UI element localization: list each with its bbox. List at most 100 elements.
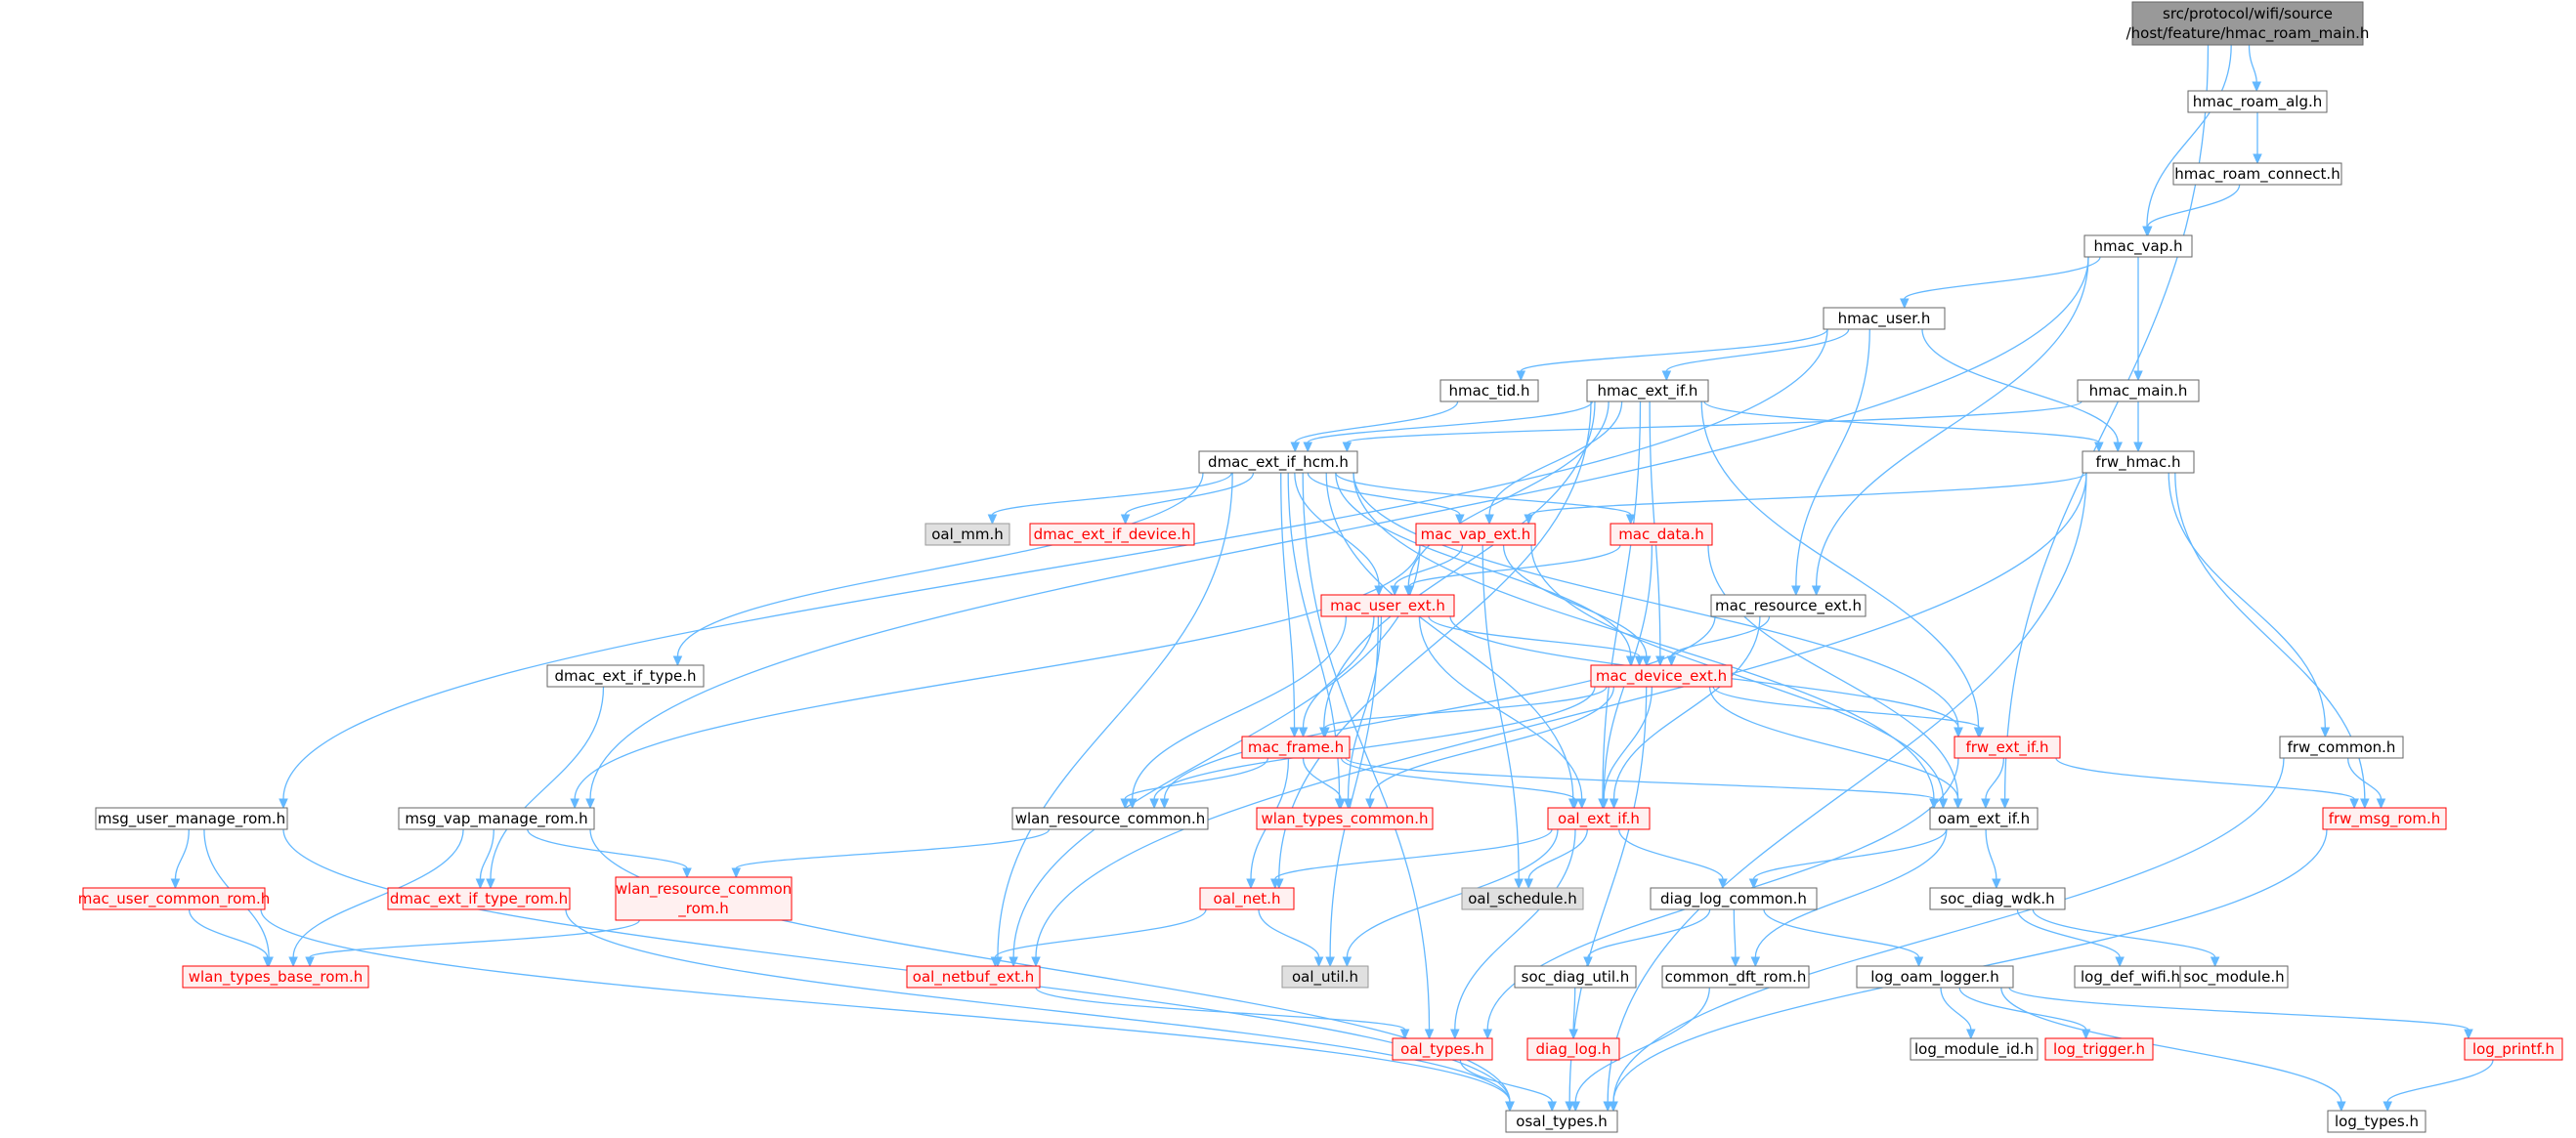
node-oal-ext-if[interactable]: oal_ext_if.h (1547, 807, 1651, 830)
edge-line (1752, 828, 1948, 880)
edge-line (1302, 615, 1375, 729)
node-frw-msg-rom[interactable]: frw_msg_rom.h (2322, 807, 2447, 830)
node-wlan-resource-common-rom[interactable]: wlan_resource_common_rom.h (615, 876, 793, 921)
node-box (1392, 1037, 1493, 1061)
node-label: src/protocol/wifi/source (2163, 5, 2333, 22)
node-mac-data[interactable]: mac_data.h (1610, 523, 1713, 546)
edge-mac_resource_ext-to-mac_device_ext (1666, 615, 1771, 667)
node-label: soc_module.h (2183, 968, 2284, 987)
node-diag-log-common[interactable]: diag_log_common.h (1650, 887, 1818, 910)
arrowhead (1642, 655, 1652, 667)
edge-diag_log_common-to-common_dft_rom (1731, 908, 1740, 968)
edge-hmac_ext_if-to-frw_hmac (1703, 400, 2104, 453)
edge-line (1035, 472, 2087, 958)
edge-line (1394, 544, 1464, 587)
node-mac-user-common-rom[interactable]: mac_user_common_rom.h (78, 887, 271, 910)
node-msg-user-manage-rom[interactable]: msg_user_manage_rom.h (95, 807, 288, 830)
arrowhead (1450, 1029, 1460, 1040)
node-mac-frame[interactable]: mac_frame.h (1241, 736, 1351, 759)
edge-line (1712, 686, 1981, 729)
edge-mac_device_ext-to-oam_ext_if (1708, 686, 1963, 810)
node-hmac-user[interactable]: hmac_user.h (1823, 307, 1946, 330)
node-log-module-id[interactable]: log_module_id.h (1910, 1037, 2039, 1061)
arrowhead (2113, 442, 2123, 453)
edge-line (1763, 908, 1920, 958)
node-diag-log[interactable]: diag_log.h (1526, 1037, 1620, 1061)
node-hmac-roam-connect[interactable]: hmac_roam_connect.h (2172, 162, 2342, 186)
node-oal-mm[interactable]: oal_mm.h (924, 523, 1010, 546)
node-soc-module[interactable]: soc_module.h (2179, 965, 2289, 989)
node-hmac-ext-if[interactable]: hmac_ext_if.h (1586, 379, 1709, 402)
node-dmac-ext-if-type-rom[interactable]: dmac_ext_if_type_rom.h (387, 887, 571, 910)
node-log-oam-logger[interactable]: log_oam_logger.h (1856, 965, 2014, 989)
node-oam-ext-if[interactable]: oam_ext_if.h (1929, 807, 2039, 830)
edge-line (1670, 615, 1771, 657)
node-hmac-roam-alg[interactable]: hmac_roam_alg.h (2187, 90, 2328, 113)
node-hmac-main[interactable]: hmac_main.h (2077, 379, 2200, 402)
node-oal-net[interactable]: oal_net.h (1199, 887, 1295, 910)
node-dmac-ext-if-device[interactable]: dmac_ext_if_device.h (1029, 523, 1195, 546)
node-label: mac_vap_ext.h (1421, 526, 1531, 544)
node-wlan-resource-common[interactable]: wlan_resource_common.h (1011, 807, 1209, 830)
node-common-dft-rom[interactable]: common_dft_rom.h (1661, 965, 1810, 989)
node-soc-diag-util[interactable]: soc_diag_util.h (1514, 965, 1637, 989)
edge-hmac_ext_if-to-frw_ext_if (1700, 400, 1984, 738)
edge-msg_vap_manage_rom-to-wlan_types_base_rom (288, 828, 464, 968)
node-frw-ext-if[interactable]: frw_ext_if.h (1953, 736, 2061, 759)
node-dmac-ext-if-hcm[interactable]: dmac_ext_if_hcm.h (1198, 450, 1358, 474)
node-hmac-vap[interactable]: hmac_vap.h (2083, 234, 2193, 258)
node-frw-common[interactable]: frw_common.h (2279, 736, 2404, 759)
node-oal-util[interactable]: oal_util.h (1281, 965, 1369, 989)
node-log-trigger[interactable]: log_trigger.h (2044, 1037, 2154, 1061)
edge-line (1754, 828, 1948, 958)
node-label: mac_device_ext.h (1596, 667, 1727, 686)
node-dmac-ext-if-type[interactable]: dmac_ext_if_type.h (546, 664, 705, 688)
node-label: dmac_ext_if_type_rom.h (390, 890, 568, 908)
arrowhead (262, 956, 273, 968)
edge-line (574, 544, 1421, 800)
node-wlan-types-common[interactable]: wlan_types_common.h (1256, 807, 1434, 830)
node-frw-hmac[interactable]: frw_hmac.h (2082, 450, 2195, 474)
node-mac-resource-ext[interactable]: mac_resource_ext.h (1710, 594, 1867, 617)
arrowhead (1748, 878, 1759, 890)
arrowhead (1583, 956, 1593, 968)
node-label: soc_diag_wdk.h (1940, 890, 2054, 908)
node-box (2172, 162, 2342, 186)
node-mac-vap-ext[interactable]: mac_vap_ext.h (1415, 523, 1536, 546)
node-mac-user-ext[interactable]: mac_user_ext.h (1320, 594, 1455, 617)
node-wlan-types-base-rom[interactable]: wlan_types_base_rom.h (182, 965, 369, 989)
node-box (1856, 965, 2014, 989)
node-log-def-wifi[interactable]: log_def_wifi.h (2074, 965, 2187, 989)
node-msg-vap-manage-rom[interactable]: msg_vap_manage_rom.h (398, 807, 595, 830)
node-label: frw_msg_rom.h (2329, 810, 2441, 828)
node-oal-types[interactable]: oal_types.h (1392, 1037, 1493, 1061)
node-box (1439, 379, 1539, 402)
node-osal-types[interactable]: osal_types.h (1505, 1110, 1618, 1133)
edge-oal_netbuf_ext-to-oal_types (1035, 987, 1410, 1040)
edge-line (1323, 400, 1596, 729)
arrowhead (1750, 956, 1761, 968)
edge-mac_user_ext-to-mac_device_ext (1428, 615, 1645, 667)
edge-line (1502, 544, 1648, 657)
edge-hmac_vap-to-hmac_user (1900, 256, 2101, 310)
node-soc-diag-wdk[interactable]: soc_diag_wdk.h (1929, 887, 2066, 910)
edge-line (1294, 400, 1459, 443)
node-log-types[interactable]: log_types.h (2327, 1110, 2426, 1133)
node-oal-netbuf-ext[interactable]: oal_netbuf_ext.h (906, 965, 1041, 989)
edge-line (1408, 544, 1621, 587)
edge-line (1163, 615, 1716, 800)
node-oal-schedule[interactable]: oal_schedule.h (1461, 887, 1584, 910)
node-label: wlan_resource_common.h (1015, 810, 1206, 828)
edge-line (479, 828, 494, 880)
node-log-printf[interactable]: log_printf.h (2464, 1037, 2563, 1061)
edge-hmac_user-to-hmac_ext_if (1661, 328, 1850, 382)
edge-line (1346, 400, 2082, 443)
edge-line (2146, 44, 2232, 228)
edge-msg_user_manage_rom-to-mac_user_common_rom (170, 828, 190, 890)
arrowhead (1313, 956, 1324, 968)
edge-line (997, 472, 1233, 958)
edge-line (2055, 757, 2355, 800)
node-mac-device-ext[interactable]: mac_device_ext.h (1590, 664, 1733, 688)
node-hmac-tid[interactable]: hmac_tid.h (1439, 379, 1539, 402)
node-root[interactable]: src/protocol/wifi/source/host/feature/hm… (2126, 1, 2370, 46)
